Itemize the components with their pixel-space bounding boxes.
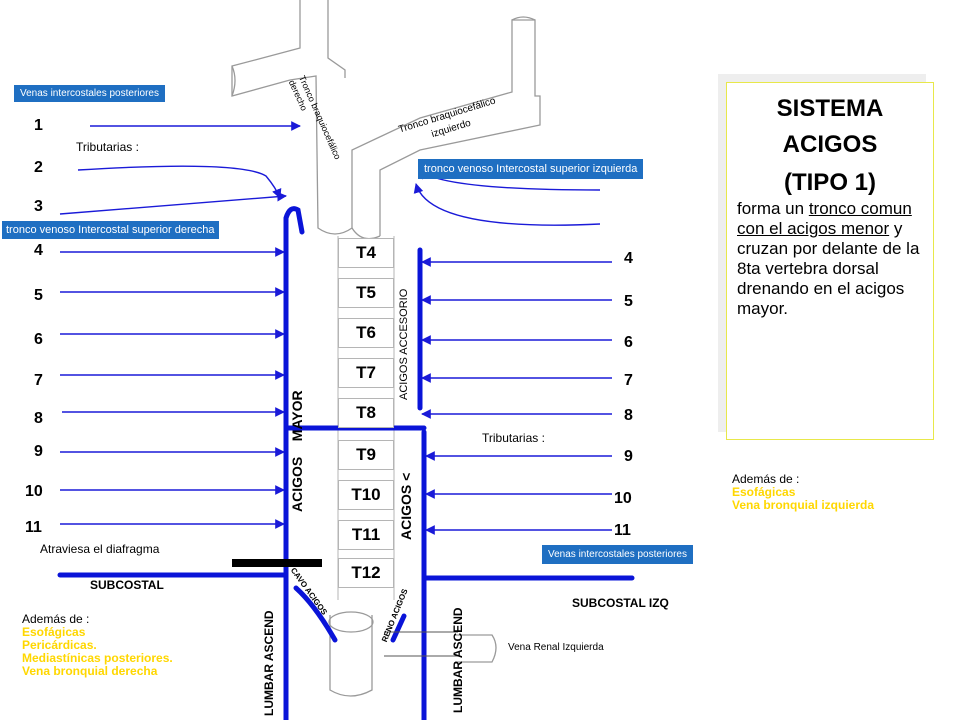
left-number: 11: [25, 519, 42, 536]
reno-acigos-vein: [390, 613, 407, 643]
left-number: 5: [34, 287, 43, 304]
vertebra-t8: T8: [338, 398, 394, 428]
ademas-right-list: Además de : Esofágicas Vena bronquial iz…: [732, 472, 874, 512]
tronco-intercostal-superior-derecha: tronco venoso Intercostal superior derec…: [2, 221, 219, 239]
left-number: 10: [25, 483, 43, 500]
extra-item: Vena bronquial izquierda: [732, 498, 875, 512]
subcostal-izq-label: SUBCOSTAL IZQ: [572, 596, 669, 610]
right-number: 4: [624, 250, 633, 267]
vertebra-t11: T11: [338, 520, 394, 550]
left-number: 1: [34, 117, 43, 134]
title-line-2: ACIGOS: [782, 131, 878, 158]
left-number: 9: [34, 443, 43, 460]
vertebra-t6: T6: [338, 318, 394, 348]
atraviesa-diafragma-label: Atraviesa el diafragma: [40, 542, 160, 556]
lumbar-ascend-left-label: LUMBAR ASCEND: [262, 610, 276, 716]
left-number: 6: [34, 331, 43, 348]
vertebra-t7: T7: [338, 358, 394, 388]
venas-intercostales-posteriores-right: Venas intercostales posteriores: [542, 545, 693, 564]
right-number: 7: [624, 372, 633, 389]
title-line-3: (TIPO 1): [783, 169, 876, 196]
ademas-right-heading: Además de :: [732, 472, 800, 486]
venas-intercostales-posteriores-left: Venas intercostales posteriores: [14, 85, 165, 102]
desc-part-2: y cruzan por delante de la 8ta vertebra …: [737, 219, 920, 318]
acigos-mayor-vein: [283, 206, 305, 720]
ademas-left-list: Además de : Esofágicas Pericárdicas. Med…: [22, 612, 173, 678]
vertebra-t12: T12: [338, 558, 394, 588]
extra-item: Mediastínicas posteriores.: [22, 651, 173, 665]
title-panel: SISTEMA ACIGOS (TIPO 1) forma un tronco …: [726, 82, 934, 440]
left-number: 2: [34, 159, 43, 176]
acigos-menor-label: ACIGOS <: [398, 472, 414, 540]
lumbar-lines: [384, 631, 458, 657]
tributarias-left: Tributarias :: [76, 140, 139, 154]
desc-underlined: tronco comun con el acigos menor: [737, 199, 912, 238]
right-number: 8: [624, 407, 633, 424]
lumbar-ascend-right-label: LUMBAR ASCEND: [451, 607, 465, 713]
right-number: 5: [624, 293, 633, 310]
title-description: forma un tronco comun con el acigos meno…: [737, 199, 932, 319]
subcostal-label: SUBCOSTAL: [90, 578, 164, 592]
extra-item: Esofágicas: [732, 485, 796, 499]
left-number: 8: [34, 410, 43, 427]
left-number: 4: [34, 242, 43, 259]
right-number: 6: [624, 334, 633, 351]
cavo-acigos-vein: [293, 585, 338, 643]
left-number: 7: [34, 372, 43, 389]
right-number: 9: [624, 448, 633, 465]
ademas-left-heading: Además de :: [22, 612, 90, 626]
extra-item: Esofágicas: [22, 625, 86, 639]
right-number: 11: [614, 522, 631, 539]
vertebra-t9: T9: [338, 440, 394, 470]
tronco-intercostal-superior-izquierda: tronco venoso Intercostal superior izqui…: [418, 159, 644, 179]
vertebra-t10: T10: [338, 480, 394, 510]
extra-item: Vena bronquial derecha: [22, 664, 158, 678]
vertebra-t4: T4: [338, 238, 394, 268]
vertebra-t5: T5: [338, 278, 394, 308]
tributarias-right: Tributarias :: [482, 431, 545, 445]
vena-renal-izquierda-label: Vena Renal Izquierda: [508, 642, 604, 653]
acigos-accesorio-label: ACIGOS ACCESORIO: [398, 288, 410, 400]
right-intercostal-arrows: [413, 169, 612, 535]
left-number: 3: [34, 198, 43, 215]
acigos-mayor-label: ACIGOS MAYOR: [289, 390, 305, 512]
extra-item: Pericárdicas.: [22, 638, 97, 652]
azygos-veins: [57, 206, 635, 720]
desc-part-1: forma un: [737, 199, 809, 218]
title-line-1: SISTEMA: [776, 95, 884, 122]
right-number: 10: [614, 490, 632, 507]
left-intercostal-arrows: [59, 121, 301, 529]
